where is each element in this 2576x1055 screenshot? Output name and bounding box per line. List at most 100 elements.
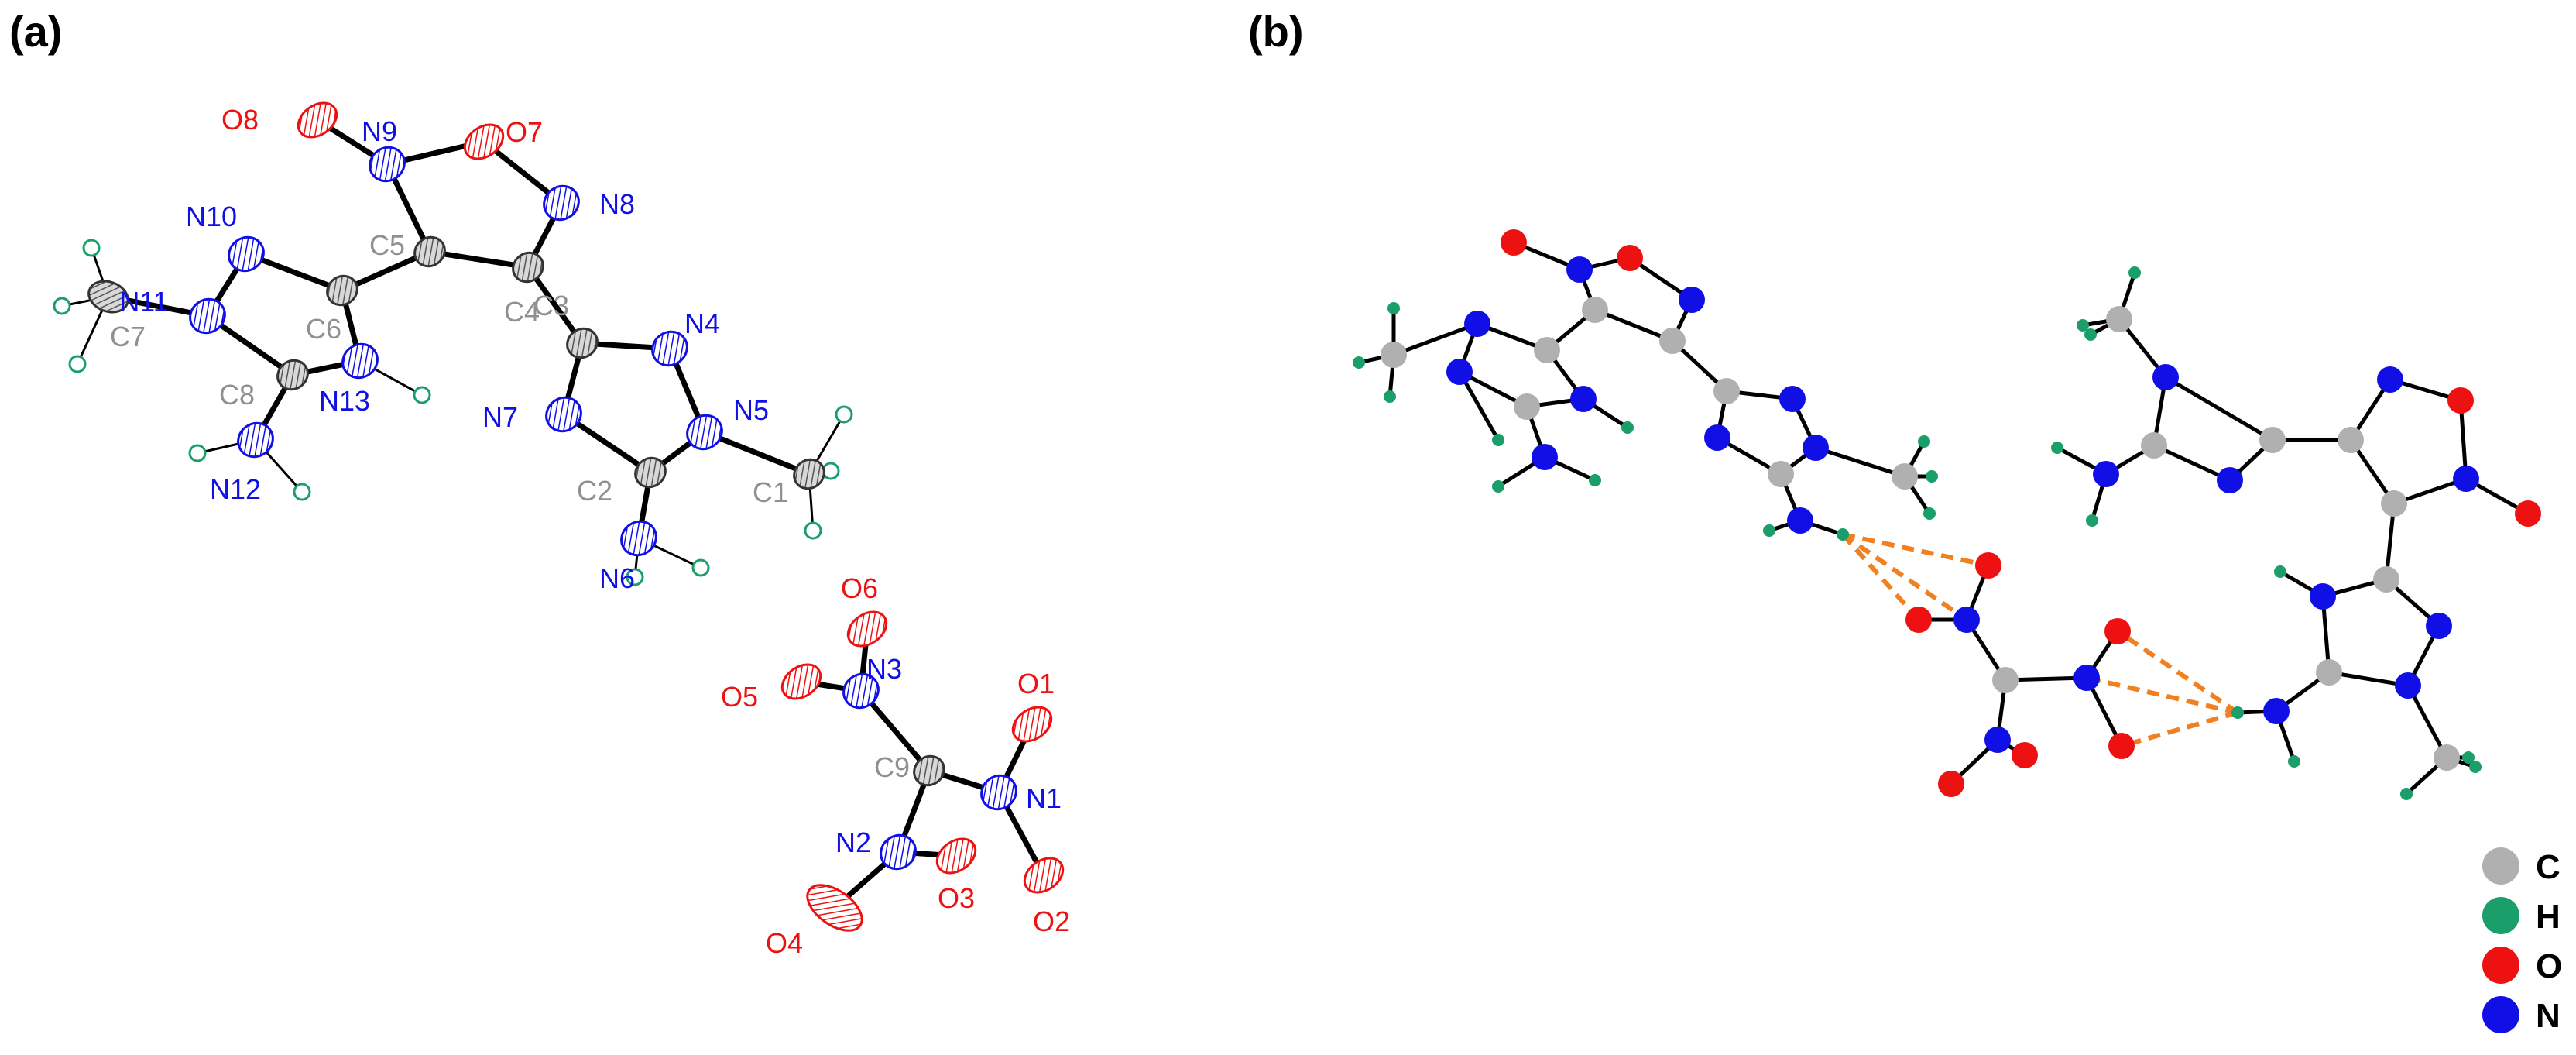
stick-bond [2152,443,2231,483]
atom-n10 [228,235,265,273]
ball-n [2073,665,2100,691]
ball-h [2462,751,2475,764]
ball-h [1837,528,1849,541]
atom-label-o2: O2 [1033,906,1070,937]
atom-o4 [806,884,863,932]
legend-swatch-h [2482,897,2519,934]
ball-n [2093,461,2119,487]
atom-n8 [543,184,580,222]
panel-a-label: (a) [9,7,63,56]
hydrogen-bond-dashed [1841,532,1968,622]
ball-o [1938,771,1964,797]
ball-o [2515,500,2541,527]
ball-o [1501,229,1527,256]
atom-label-n7: N7 [482,401,518,433]
ball-c [1713,378,1740,404]
ball-n [2217,467,2243,493]
ball-h [1589,474,1601,486]
ball-o [2447,387,2474,414]
ball-h [1621,421,1634,434]
hydrogen-atom [626,568,644,586]
atom-label-o8: O8 [221,104,259,136]
bond-C4-C5 [427,249,531,270]
ball-h [1923,507,1936,520]
atom-o8 [297,101,338,139]
stick-bond [1815,445,1905,479]
atom-o3 [935,837,977,875]
bond-N5-C1 [701,429,812,477]
atom-label-n4: N4 [684,308,720,339]
ball-o [1905,607,1932,633]
ball-h [2128,266,2141,279]
atom-label-o1: O1 [1017,668,1055,699]
ball-h [1763,524,1775,537]
atom-n1 [980,774,1017,811]
ball-h [1492,480,1504,493]
ball-h [2469,761,2482,773]
ball-c [1659,328,1686,354]
atom-o5 [780,663,822,700]
atom-n6 [620,520,657,557]
hydrogen-atom [691,558,710,577]
atom-label-n2: N2 [835,826,871,858]
panel-b-packing [1353,229,2541,800]
atom-label-c2: C2 [577,475,612,507]
atom-n7 [545,396,582,433]
atom-label-o6: O6 [841,572,878,604]
ball-h [1387,302,1400,314]
ball-c [1514,393,1540,420]
atom-o1 [1011,706,1053,743]
ball-c [2381,490,2407,517]
ball-c [1582,297,1608,323]
atom-n13 [341,342,379,380]
atom-n2 [880,833,917,871]
ball-o [2104,618,2131,644]
ball-n [2395,672,2421,699]
atom-label-c9: C9 [874,751,910,783]
hydrogen-atom [293,483,311,501]
atom-c6 [326,274,358,307]
ball-n [1803,435,1829,461]
hydrogen-atom [413,386,431,404]
atom-n12 [237,421,274,459]
legend-swatch-o [2482,947,2519,984]
ball-n [2152,364,2179,390]
bond-N3-C9 [858,688,932,774]
ball-h [2288,755,2300,768]
atom-label-c4: C4 [504,296,540,328]
atom-n9 [369,146,406,183]
atom-c7 [87,280,129,314]
ball-h [2084,328,2097,341]
atom-label-c5: C5 [369,229,405,261]
ball-h [1918,435,1930,448]
ball-h [2231,706,2244,719]
atom-label-n8: N8 [599,188,635,220]
atom-o6 [846,610,888,648]
ball-c [2338,427,2364,453]
ball-c [2316,659,2342,686]
ball-o [2108,733,2135,759]
legend-swatch-c [2482,847,2519,885]
atom-label-n6: N6 [599,562,635,594]
ball-c [2373,566,2399,593]
atom-label-o7: O7 [506,116,543,148]
atom-label-n13: N13 [319,385,370,417]
atom-n5 [686,414,723,451]
ball-c [2434,744,2460,771]
stick-bond [2328,670,2409,688]
ball-c [1381,342,1407,368]
atom-c5 [413,235,446,268]
ball-c [2106,306,2132,332]
atom-label-o5: O5 [721,681,758,713]
atom-label-c7: C7 [110,321,146,352]
stick-bond [2164,375,2274,442]
ball-c [2259,427,2286,453]
ball-h [2086,514,2098,527]
hydrogen-bond-dashed [2116,629,2239,715]
ball-h [2051,442,2063,454]
atom-label-n3: N3 [866,653,902,685]
ball-n [1532,444,1558,470]
ball-h [2400,788,2413,800]
hydrogen-bond-dashed [2121,710,2238,748]
